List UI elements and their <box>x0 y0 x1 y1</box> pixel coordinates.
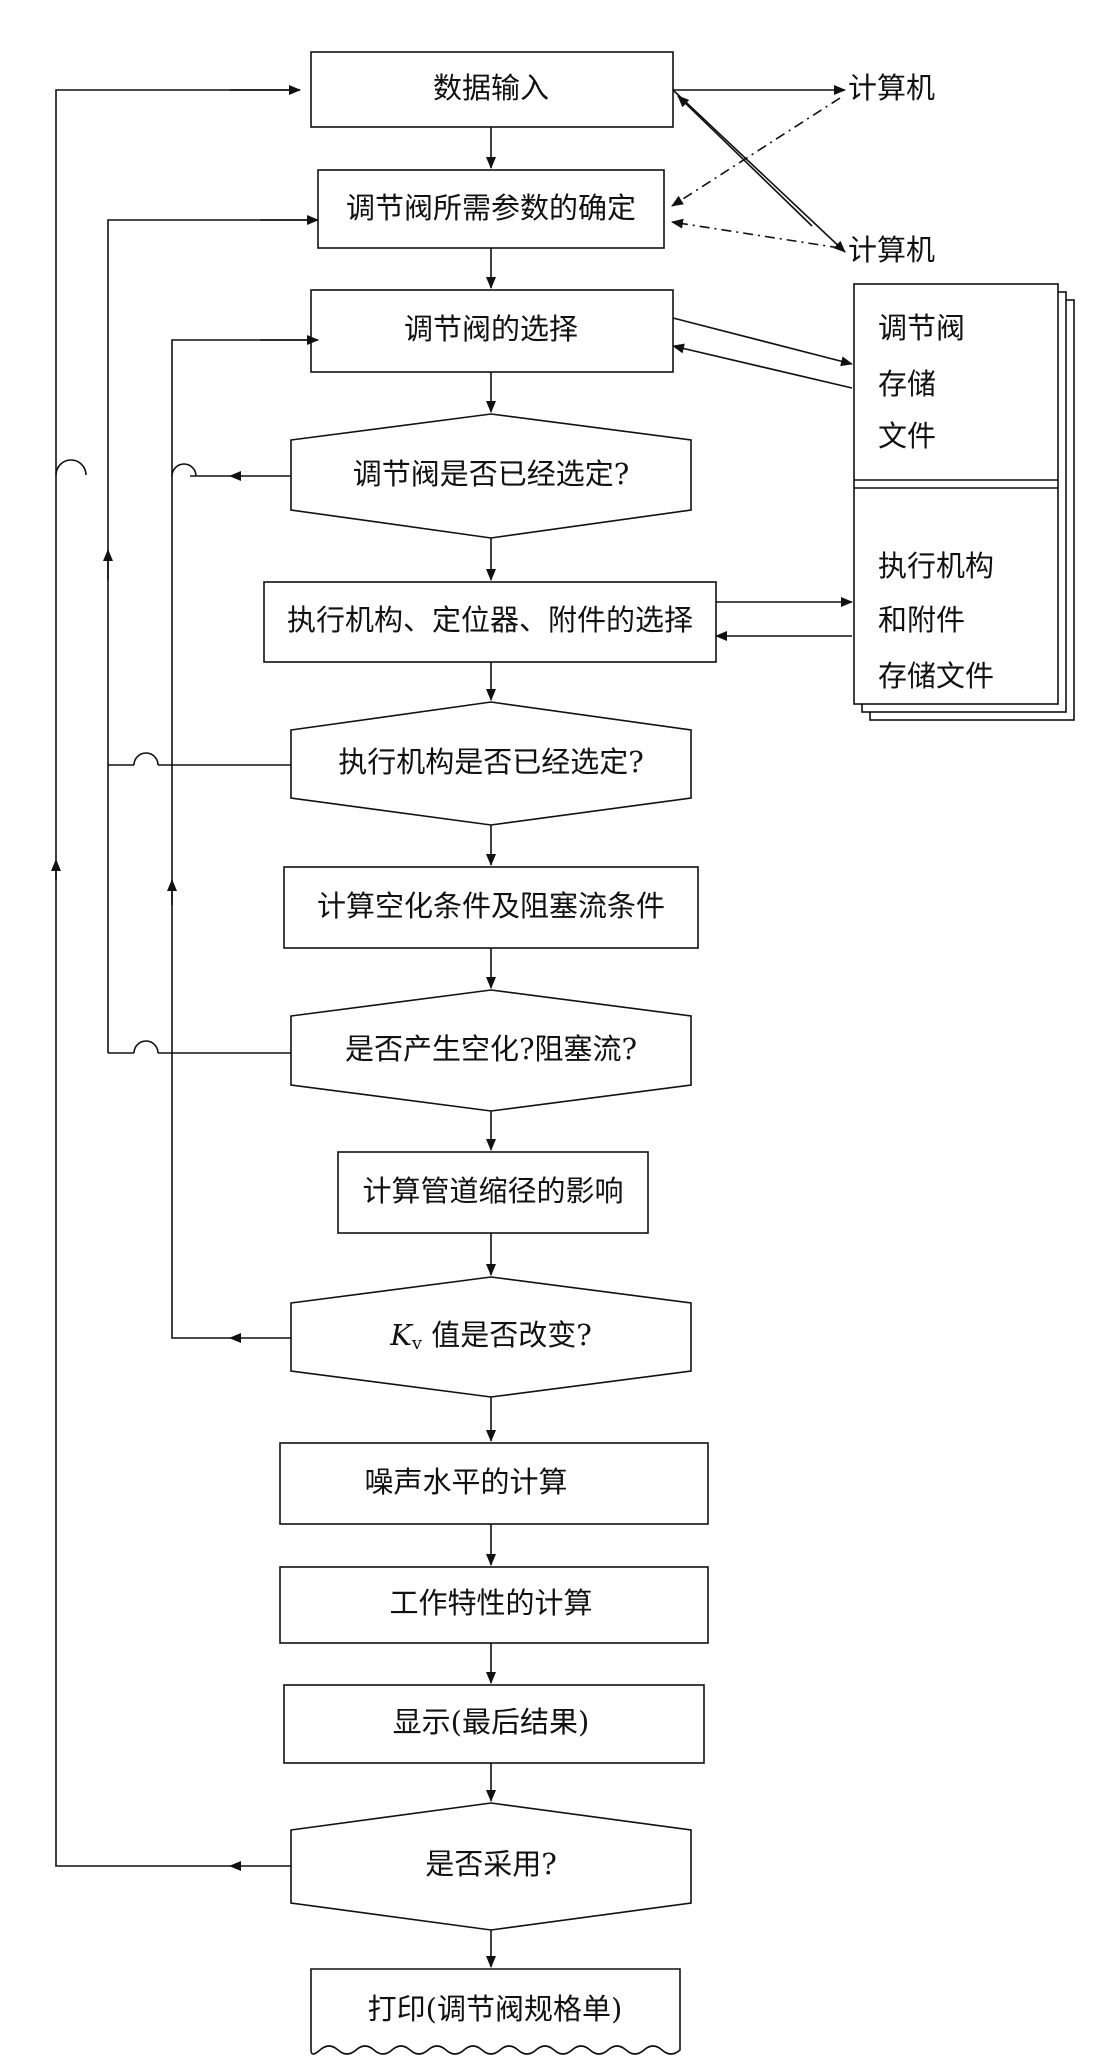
kv-symbol: K <box>389 1318 414 1352</box>
kv-changed-decision <box>290 1276 692 1398</box>
valve-file-line-2: 存储 <box>878 367 936 401</box>
print-spec-document <box>310 1968 681 2055</box>
print-spec-label: 打印(调节阀规格单) <box>368 1992 623 2026</box>
actuator-selected-decision <box>290 701 692 826</box>
loop-adopt-to-input <box>51 85 301 1871</box>
actuator-selection-label: 执行机构、定位器、附件的选择 <box>287 603 693 637</box>
kv-changed-label: Kv 值是否改变? <box>389 1318 592 1354</box>
display-results-box <box>283 1684 705 1764</box>
display-results-label: 显示(最后结果) <box>393 1705 590 1739</box>
valve-selection-label: 调节阀的选择 <box>404 312 578 346</box>
node-shapes <box>263 51 717 2055</box>
cavitation-calc-label: 计算空化条件及阻塞流条件 <box>317 889 665 923</box>
adopt-decision <box>290 1802 692 1931</box>
actuator-file-line-2: 和附件 <box>878 603 965 637</box>
actuator-selected-label: 执行机构是否已经选定? <box>338 745 644 779</box>
actuator-file-line-1: 执行机构 <box>878 549 994 583</box>
storage-labels: 调节阀 存储 文件 执行机构 和附件 存储文件 <box>878 311 994 693</box>
loop-to-valve-selection <box>167 335 319 1343</box>
node-labels: 数据输入 调节阀所需参数的确定 调节阀的选择 调节阀是否已经选定? 执行机构、定… <box>287 71 693 2026</box>
actuator-file-links <box>715 597 853 641</box>
kv-subscript: v <box>411 1333 423 1354</box>
cavitation-label: 是否产生空化?阻塞流? <box>345 1032 637 1066</box>
noise-calc-label: 噪声水平的计算 <box>364 1465 567 1499</box>
computer-2-label: 计算机 <box>848 233 935 267</box>
characteristic-calc-label: 工作特性的计算 <box>389 1586 592 1620</box>
adopt-label: 是否采用? <box>425 1847 557 1881</box>
kv-question: 值是否改变? <box>422 1318 592 1352</box>
param-determination-label: 调节阀所需参数的确定 <box>346 191 636 225</box>
valve-file-line-1: 调节阀 <box>878 311 965 345</box>
pipe-reducer-box <box>337 1151 649 1234</box>
cavitation-decision <box>290 989 692 1112</box>
valve-selection-box <box>310 289 674 373</box>
loop-to-param-determination <box>103 215 319 1054</box>
noise-calc-box <box>279 1442 709 1525</box>
characteristic-calc-box <box>279 1566 709 1644</box>
valve-selected-label: 调节阀是否已经选定? <box>353 457 630 491</box>
computer-labels: 计算机 计算机 <box>848 71 935 267</box>
storage-stack <box>853 283 1075 721</box>
param-determination-box <box>317 169 665 249</box>
computer-links <box>671 85 846 253</box>
valve-file-line-3: 文件 <box>878 419 936 453</box>
pipe-reducer-label: 计算管道缩径的影响 <box>362 1174 623 1208</box>
storage-box <box>853 283 1059 705</box>
computer-1-label: 计算机 <box>848 71 935 105</box>
data-input-label: 数据输入 <box>433 71 549 105</box>
cavitation-calc-box <box>283 866 699 949</box>
valve-file-links <box>672 317 853 389</box>
actuator-selection-box <box>263 581 717 663</box>
actuator-file-line-3: 存储文件 <box>878 659 994 693</box>
valve-selected-decision <box>290 413 692 539</box>
